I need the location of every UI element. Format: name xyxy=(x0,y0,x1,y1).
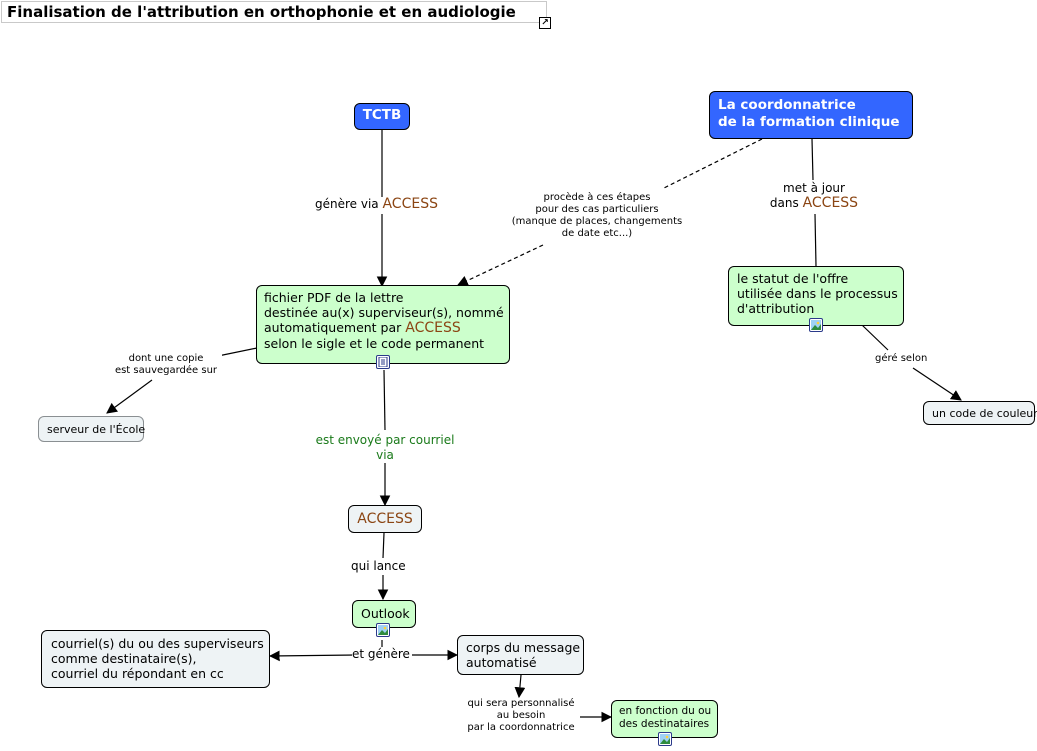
node-fonction-destinataires[interactable]: en fonction du ou des destinataires xyxy=(611,700,718,738)
link-fichier-envoye xyxy=(383,369,386,431)
link-fichier-copie xyxy=(217,347,258,357)
map-title-box: Finalisation de l'attribution en orthoph… xyxy=(1,1,547,23)
image-icon[interactable] xyxy=(376,623,390,637)
label-et-genere: et génère xyxy=(352,647,410,662)
link-procede-fichier xyxy=(457,244,544,286)
label-procede: procède à ces étapes pour des cas partic… xyxy=(508,192,686,240)
label-genere-via: génère via ACCESS xyxy=(315,196,438,212)
label-gere-selon: géré selon xyxy=(875,353,928,365)
node-serveur[interactable]: serveur de l'École xyxy=(38,416,145,442)
node-statut-offre[interactable]: le statut de l'offre utilisée dans le pr… xyxy=(728,266,904,326)
label-envoye: est envoyé par courriel via xyxy=(308,433,462,463)
map-title: Finalisation de l'attribution en orthoph… xyxy=(7,3,516,21)
link-access-lance xyxy=(382,532,385,559)
link-gere-code xyxy=(912,367,962,401)
node-tctb[interactable]: TCTB xyxy=(354,103,410,130)
link-metajour-statut xyxy=(814,213,817,267)
label-dont-copie: dont une copie est sauvegardée sur xyxy=(110,353,222,377)
image-icon[interactable] xyxy=(658,732,672,746)
link-statut-gere xyxy=(861,324,889,351)
document-icon[interactable] xyxy=(376,355,390,369)
link-coord-procede xyxy=(661,138,763,190)
label-personnalise: qui sera personnalisé au besoin par la c… xyxy=(462,698,580,734)
link-genere-courriels xyxy=(268,650,357,662)
label-qui-lance: qui lance xyxy=(351,559,406,574)
node-code-couleur[interactable]: un code de couleur xyxy=(923,401,1037,425)
link-corps-personnalise xyxy=(514,674,526,699)
label-met-a-jour: met à jour dans ACCESS xyxy=(766,181,862,211)
node-courriels[interactable]: courriel(s) du ou des superviseurs comme… xyxy=(41,630,270,688)
image-icon[interactable] xyxy=(809,318,823,332)
node-fichier-pdf[interactable]: fichier PDF de la lettre destinée au(x) … xyxy=(256,285,510,364)
node-access[interactable]: ACCESS xyxy=(348,505,422,533)
node-coordonnatrice[interactable]: La coordonnatrice de la formation cliniq… xyxy=(709,91,913,139)
node-corps-message[interactable]: corps du message automatisé xyxy=(457,635,584,675)
link-arrow-icon[interactable]: ↗ xyxy=(539,17,551,29)
link-coord-metajour xyxy=(811,138,814,181)
link-copie-serveur xyxy=(106,379,153,414)
